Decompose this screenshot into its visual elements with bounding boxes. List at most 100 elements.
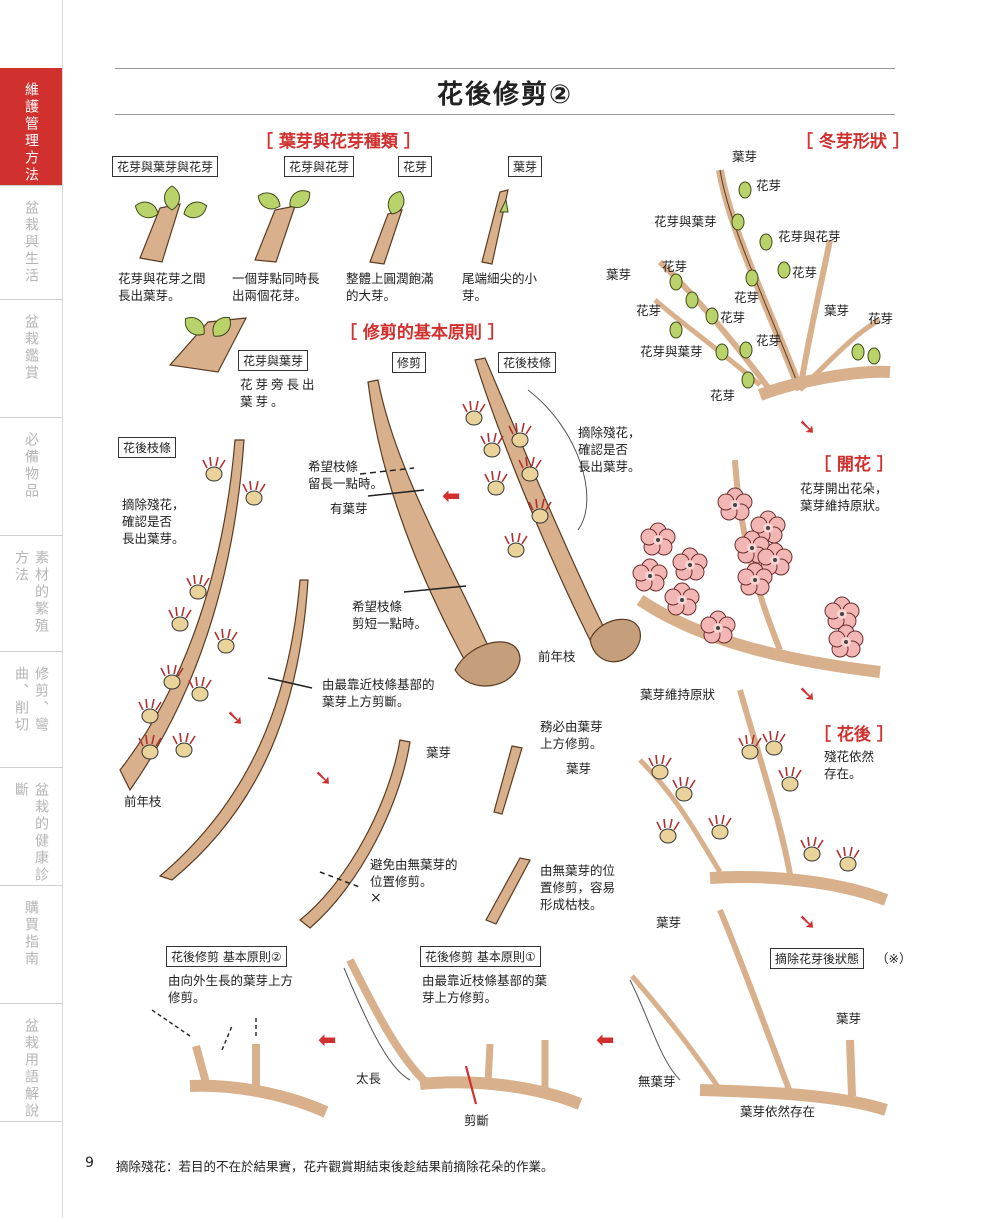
winter-label-hua-8: 花芽 xyxy=(756,333,782,348)
flowering-branch xyxy=(632,459,881,678)
arrow-left-2-icon: ⬅ xyxy=(596,1028,615,1053)
arrow-left-1-icon: ⬅ xyxy=(442,484,461,509)
cut-label: 剪斷 xyxy=(464,1113,490,1128)
bud-type-4-desc: 尾端細尖的小芽。 xyxy=(462,271,538,303)
winter-bud-branch xyxy=(653,169,891,401)
prune-label: 修剪 xyxy=(392,352,427,373)
sidebar-tab-propagation[interactable]: 素材的繁殖方法 xyxy=(0,536,62,652)
section-basic-principle: ［ 修剪的基本原則 ］ xyxy=(340,323,505,343)
x-mark: × xyxy=(370,890,382,906)
winter-label-hua-1: 花芽 xyxy=(756,178,782,193)
avoid-note: 避免由無葉芽的位置修剪。 xyxy=(370,857,458,889)
bud-type-5-label: 花芽與葉芽 xyxy=(238,350,309,371)
winter-label-hua-3: 花芽 xyxy=(792,265,818,280)
sidebar-tab-bonsai-life[interactable]: 盆栽與生活 xyxy=(0,186,62,300)
note-mark: （※） xyxy=(876,951,912,966)
winter-label-ye-3: 葉芽 xyxy=(824,303,850,318)
cut-short-note: 希望枝條剪短一點時。 xyxy=(352,599,428,631)
winter-label-hua-5: 花芽 xyxy=(636,303,662,318)
too-long-label: 太長 xyxy=(356,1071,382,1086)
rule2-desc: 由向外生長的葉芽上方修剪。 xyxy=(168,973,294,1005)
sidebar-tab-buying[interactable]: 購買指南 xyxy=(0,886,62,1004)
sidebar-tab-maintenance[interactable]: 維護管理方法 xyxy=(0,68,62,186)
arrow-diag-1-icon: ➘ xyxy=(226,706,245,731)
arrow-down-1-icon: ➘ xyxy=(798,415,817,440)
after-branch-label-top: 花後枝條 xyxy=(498,352,557,373)
bud-type-3-desc: 整體上圓潤飽滿的大芽。 xyxy=(346,271,434,303)
middle-branch-avoid xyxy=(299,739,411,929)
arrow-left-3-icon: ⬅ xyxy=(318,1028,337,1053)
winter-label-hua-6: 花芽 xyxy=(720,310,746,325)
bud-type-2-icon xyxy=(254,185,315,263)
rule2-label: 花後修剪 基本原則② xyxy=(166,946,287,967)
winter-label-huaye-1: 花芽與葉芽 xyxy=(654,214,717,229)
after-branch-top xyxy=(462,357,641,663)
middle-ye-label: 葉芽 xyxy=(426,745,452,760)
sidebar-tab-glossary[interactable]: 盆栽用語解說 xyxy=(0,1004,62,1122)
still-label: 葉芽依然存在 xyxy=(740,1104,816,1119)
winter-label-hua-4: 花芽 xyxy=(734,290,760,305)
winter-label-huaye-2: 花芽與葉芽 xyxy=(640,344,703,359)
winter-label-hua-2: 花芽 xyxy=(662,259,688,274)
left-after-branch xyxy=(119,439,266,792)
principle-branch xyxy=(359,379,521,687)
removed-ye-top-label: 葉芽 xyxy=(656,915,682,930)
winter-label-huahua-1: 花芽與花芽 xyxy=(778,229,841,244)
left-cut-branch xyxy=(158,579,313,881)
bud-type-3-label: 花芽 xyxy=(398,156,433,177)
bud-type-3-icon xyxy=(369,188,408,265)
page-title: 花後修剪② xyxy=(436,80,573,110)
winter-label-hua-7: 花芽 xyxy=(868,311,894,326)
middle-ye2-label: 葉芽 xyxy=(566,761,592,776)
arrow-down-2-icon: ➘ xyxy=(798,682,817,707)
section-flowering: ［ 開花 ］ xyxy=(814,455,894,475)
bud-type-2-label: 花芽與花芽 xyxy=(284,156,355,177)
bud-type-4-icon xyxy=(481,189,509,265)
prev-year-label-left: 前年枝 xyxy=(124,794,162,809)
arrow-diag-2-icon: ➘ xyxy=(314,766,333,791)
footer-note: 摘除殘花：若目的不在於結果實，花卉觀賞期結束後趁結果前摘除花朵的作業。 xyxy=(116,1159,554,1174)
section-bud-types: ［ 葉芽與花芽種類 ］ xyxy=(256,132,421,152)
removed-state-label: 摘除花芽後狀態 xyxy=(770,948,865,969)
bud-type-1-icon xyxy=(132,185,210,263)
remove-note-left: 摘除殘花，確認是否長出葉芽。 xyxy=(122,497,185,546)
winter-label-hua-9: 花芽 xyxy=(710,388,736,403)
no-bud-label: 無葉芽 xyxy=(638,1074,676,1089)
sidebar: 維護管理方法 盆栽與生活 盆栽鑑賞 必備物品 素材的繁殖方法 修剪、彎曲、削切 … xyxy=(0,0,63,1218)
rule1-branch xyxy=(343,958,583,1110)
has-bud-note: 有葉芽 xyxy=(330,501,368,516)
after-branch-label-left: 花後枝條 xyxy=(118,437,177,458)
sidebar-tab-supplies[interactable]: 必備物品 xyxy=(0,418,62,536)
title-rule-bottom xyxy=(115,114,895,115)
keep-state-label: 葉芽維持原狀 xyxy=(640,687,716,702)
remove-note-top: 摘除殘花，確認是否長出葉芽。 xyxy=(578,425,641,474)
dead-note: 由無葉芽的位置修剪，容易形成枯枝。 xyxy=(540,863,616,912)
sidebar-tab-appreciation[interactable]: 盆栽鑑賞 xyxy=(0,300,62,418)
flowering-note: 花芽開出花朵，葉芽維持原狀。 xyxy=(800,481,888,513)
bud-type-4-label: 葉芽 xyxy=(508,156,543,177)
sidebar-tab-pruning[interactable]: 修剪、彎曲、削切 xyxy=(0,652,62,768)
rule1-label: 花後修剪 基本原則① xyxy=(420,946,541,967)
bud-type-1-desc: 花芽與花芽之間長出葉芽。 xyxy=(118,271,206,303)
bud-type-1-label: 花芽與葉芽與花芽 xyxy=(112,156,219,177)
after-flowering-branch xyxy=(638,689,889,906)
winter-label-ye-1: 葉芽 xyxy=(732,149,758,164)
prev-year-label-top: 前年枝 xyxy=(538,649,576,664)
rule2-branch xyxy=(151,1009,329,1118)
removed-ye-right-label: 葉芽 xyxy=(836,1011,862,1026)
bud-type-5-icon xyxy=(168,312,248,373)
section-winter-bud: ［ 冬芽形狀 ］ xyxy=(796,132,910,152)
must-note: 務必由葉芽上方修剪。 xyxy=(540,719,603,751)
keep-long-note: 希望枝條留長一點時。 xyxy=(308,459,384,491)
middle-branch-must xyxy=(485,745,531,925)
after-note: 殘花依然存在。 xyxy=(824,749,875,781)
page-number: 9 xyxy=(85,1155,94,1171)
title-rule-top xyxy=(115,68,895,69)
arrow-down-3-icon: ➘ xyxy=(798,910,817,935)
winter-label-ye-2: 葉芽 xyxy=(606,267,632,282)
bud-type-2-desc: 一個芽點同時長出兩個花芽。 xyxy=(232,271,320,303)
sidebar-tab-health[interactable]: 盆栽的健康診斷 xyxy=(0,768,62,886)
bud-type-5-desc: 花芽旁長出葉芽。 xyxy=(240,377,318,409)
cut-base-note: 由最靠近枝條基部的葉芽上方剪斷。 xyxy=(322,677,435,709)
